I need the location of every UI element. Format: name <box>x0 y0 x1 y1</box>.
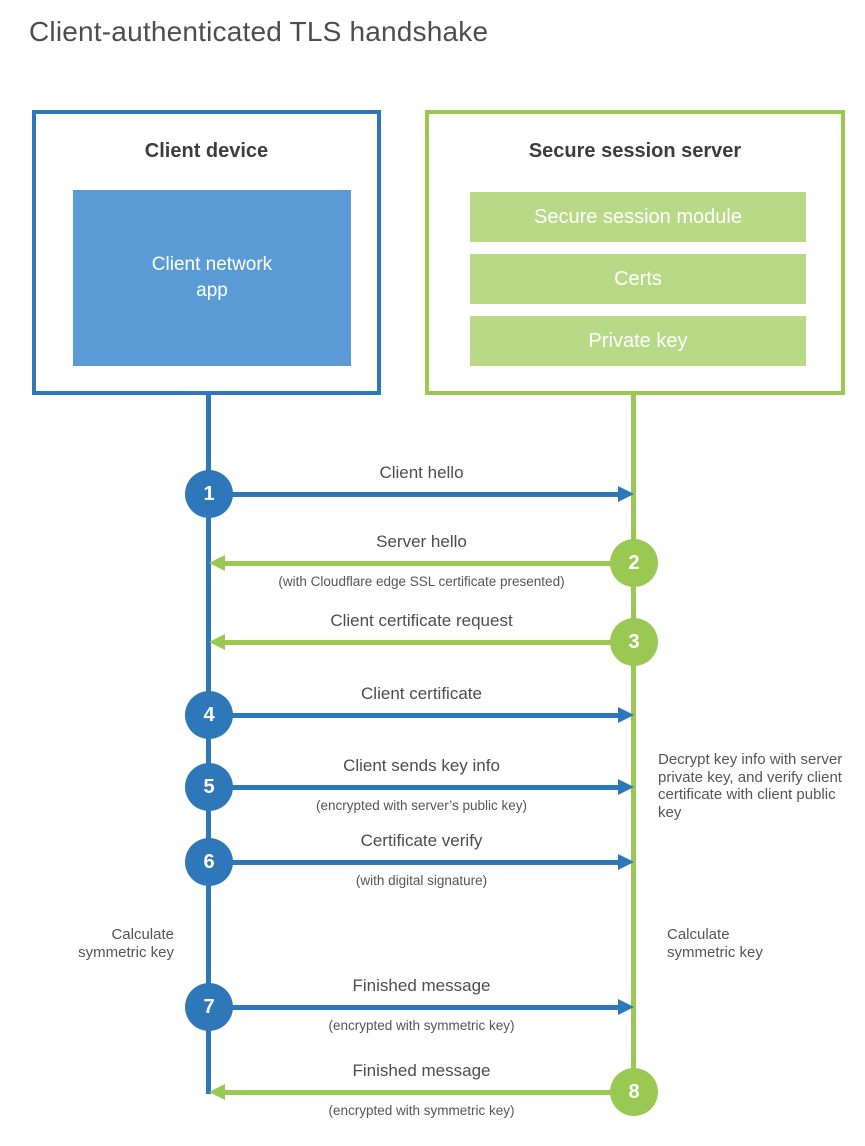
arrow-shaft <box>222 561 634 566</box>
arrow-head-icon <box>209 634 225 650</box>
server-lifeline <box>631 394 636 1094</box>
step-3-arrow <box>209 634 634 650</box>
step-6-badge: 6 <box>185 838 233 886</box>
step-2-badge: 2 <box>610 539 658 587</box>
page-title: Client-authenticated TLS handshake <box>29 16 489 47</box>
step-8-badge: 8 <box>610 1068 658 1116</box>
arrow-head-icon <box>618 486 634 502</box>
calculate-symmetric-key-note-client: Calculate symmetric key <box>78 926 174 961</box>
step-3-label: Client certificate request <box>330 611 513 630</box>
step-2-label: Server hello <box>376 532 467 551</box>
step-5-badge: 5 <box>185 763 233 811</box>
step-8-sublabel: (encrypted with symmetric key) <box>328 1103 515 1118</box>
arrow-shaft <box>209 713 621 718</box>
module-bar-certs: Certs <box>470 254 806 304</box>
step-7-arrow <box>209 999 634 1015</box>
step-5-label: Client sends key info <box>343 756 500 775</box>
step-4-label: Client certificate <box>361 684 482 703</box>
step-7-label: Finished message <box>352 976 491 995</box>
step-6-sublabel: (with digital signature) <box>355 873 488 888</box>
step-7-sublabel: (encrypted with symmetric key) <box>328 1018 515 1033</box>
step-2-sublabel: (with Cloudflare edge SSL certificate pr… <box>278 574 565 589</box>
step-5-arrow <box>209 779 634 795</box>
secure-session-server-title: Secure session server <box>528 140 742 162</box>
step-1-badge: 1 <box>185 470 233 518</box>
client-lifeline <box>206 394 211 1094</box>
step-2-arrow <box>209 555 634 571</box>
step-1-label: Client hello <box>379 463 464 482</box>
client-device-box: Client device Client network app <box>32 110 381 395</box>
module-bar-secure-session-module: Secure session module <box>470 192 806 242</box>
calculate-symmetric-key-note-server: Calculate symmetric key <box>667 926 763 961</box>
decrypt-key-note: Decrypt key info with server private key… <box>658 751 843 821</box>
arrow-head-icon <box>618 779 634 795</box>
step-4-arrow <box>209 707 634 723</box>
secure-session-server-box: Secure session server Secure session mod… <box>425 110 845 395</box>
arrow-head-icon <box>209 1084 225 1100</box>
module-bar-private-key: Private key <box>470 316 806 366</box>
arrow-shaft <box>209 1005 621 1010</box>
arrow-shaft <box>209 492 621 497</box>
step-4-badge: 4 <box>185 691 233 739</box>
arrow-head-icon <box>618 999 634 1015</box>
client-network-app-box: Client network app <box>73 190 351 366</box>
arrow-shaft <box>222 640 634 645</box>
arrow-head-icon <box>618 707 634 723</box>
arrow-shaft <box>222 1090 634 1095</box>
step-6-label: Certificate verify <box>360 831 483 850</box>
arrow-shaft <box>209 785 621 790</box>
arrow-shaft <box>209 860 621 865</box>
arrow-head-icon <box>209 555 225 571</box>
step-8-arrow <box>209 1084 634 1100</box>
client-device-title: Client device <box>144 140 269 162</box>
step-8-label: Finished message <box>352 1061 491 1080</box>
step-7-badge: 7 <box>185 983 233 1031</box>
arrow-head-icon <box>618 854 634 870</box>
step-1-arrow <box>209 486 634 502</box>
step-5-sublabel: (encrypted with server’s public key) <box>315 798 528 813</box>
step-6-arrow <box>209 854 634 870</box>
step-3-badge: 3 <box>610 618 658 666</box>
